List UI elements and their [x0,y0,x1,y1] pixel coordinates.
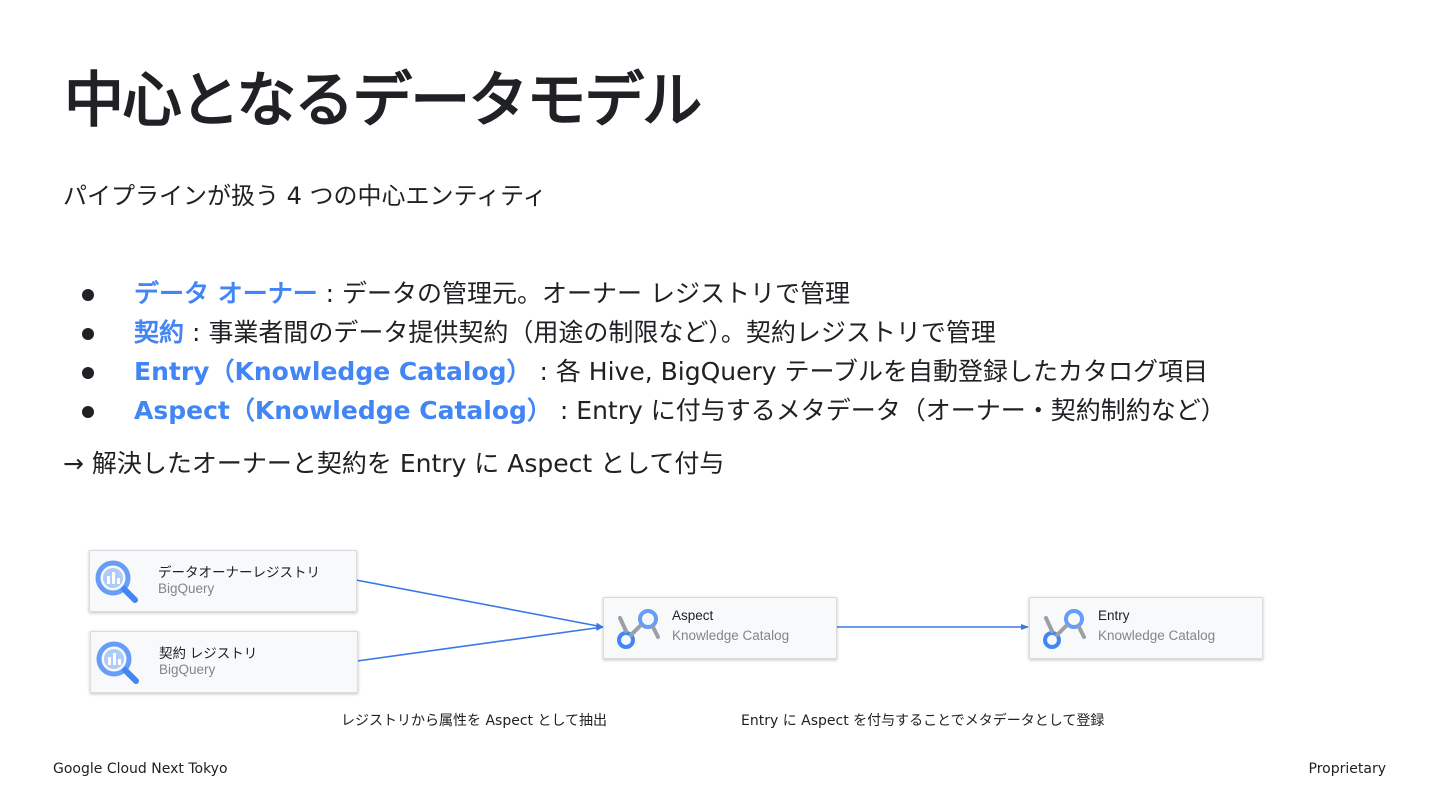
footer-confidentiality: Proprietary [1308,761,1386,777]
entity-term: Entry（Knowledge Catalog） [134,357,532,386]
knowledge-catalog-icon [617,609,660,649]
arrow-owner-to-aspect [355,579,604,629]
entity-term: データ オーナー [134,279,318,308]
slide-title: 中心となるデータモデル [64,66,702,136]
node-aspect[interactable]: Aspect Knowledge Catalog [603,597,837,659]
node-service: Knowledge Catalog [1098,628,1216,643]
entity-description: : Entry に付与するメタデータ（オーナー・契約制約など） [551,396,1226,425]
node-entry[interactable]: Entry Knowledge Catalog [1029,597,1263,659]
entity-description: : データの管理元。オーナー レジストリで管理 [317,279,850,308]
entity-description: : 各 Hive, BigQuery テーブルを自動登録したカタログ項目 [531,357,1209,386]
list-item: 契約 : 事業者間のデータ提供契約（用途の制限など）。契約レジストリで管理 [78,313,1226,352]
bullet-dot [82,406,94,418]
arrow-contract-to-aspect [356,624,604,662]
bigquery-icon [96,641,139,684]
node-name: Entry [1098,608,1130,623]
node-service: BigQuery [159,662,216,677]
node-contract-registry[interactable]: 契約 レジストリ BigQuery [90,631,358,693]
bigquery-icon [95,560,138,603]
slide-subtitle: パイプラインが扱う 4 つの中心エンティティ [63,182,547,210]
entity-term: 契約 [134,318,185,347]
node-data-owner-registry[interactable]: データオーナーレジストリ BigQuery [89,550,357,612]
node-name: 契約 レジストリ [159,646,258,661]
list-item: Aspect（Knowledge Catalog） : Entry に付与するメ… [78,391,1226,430]
entity-list: データ オーナー : データの管理元。オーナー レジストリで管理 契約 : 事業… [78,274,1226,430]
node-service: BigQuery [158,581,215,596]
knowledge-catalog-icon [1043,609,1086,649]
bullet-dot [82,289,94,301]
list-item: Entry（Knowledge Catalog） : 各 Hive, BigQu… [78,352,1226,391]
footer-brand: Google Cloud Next Tokyo [53,761,228,777]
bullet-dot [82,328,94,340]
node-name: データオーナーレジストリ [158,565,320,580]
entity-description: : 事業者間のデータ提供契約（用途の制限など）。契約レジストリで管理 [184,318,996,347]
caption-register: Entry に Aspect を付与することでメタデータとして登録 [741,713,1105,729]
caption-extract: レジストリから属性を Aspect として抽出 [341,713,608,729]
list-item: データ オーナー : データの管理元。オーナー レジストリで管理 [78,274,1226,313]
node-service: Knowledge Catalog [672,628,790,643]
entity-term: Aspect（Knowledge Catalog） [134,396,552,425]
bullet-dot [82,367,94,379]
conclusion-text: → 解決したオーナーと契約を Entry に Aspect として付与 [63,449,725,478]
node-name: Aspect [672,608,714,623]
